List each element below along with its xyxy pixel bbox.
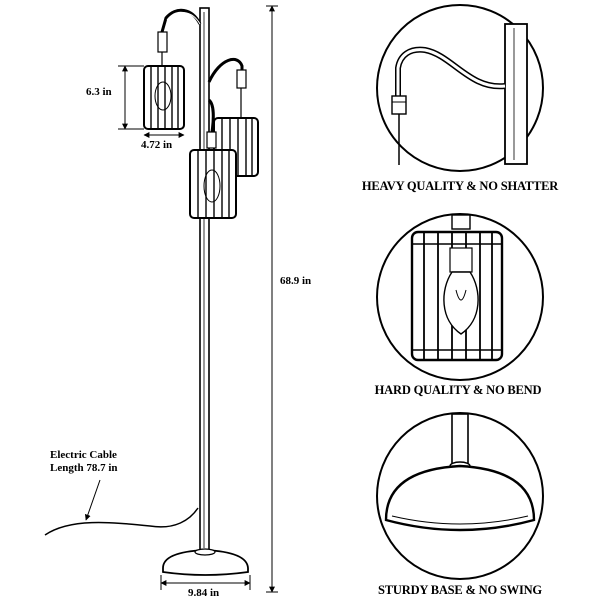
cable-label-line2: Length 78.7 in [50, 462, 118, 474]
total-height-label: 68.9 in [280, 275, 312, 287]
cable-label-line1: Electric Cable [50, 449, 117, 461]
shade-height-label: 6.3 in [86, 86, 112, 98]
detail-circle-shade [376, 213, 544, 381]
lamp-illustration [44, 7, 259, 576]
feature-caption-joint: HEAVY QUALITY & NO SHATTER [361, 179, 559, 193]
lower-shade [189, 98, 237, 219]
base-width-label: 9.84 in [188, 587, 220, 599]
lamp-base [162, 548, 249, 576]
upper-shade [143, 8, 202, 130]
shade-width-label: 4.72 in [141, 139, 173, 151]
feature-caption-shade: HARD QUALITY & NO BEND [374, 383, 542, 397]
lamp-pole [199, 7, 210, 554]
electric-cable [44, 507, 199, 536]
detail-circle-base [376, 412, 544, 580]
dimension-lines [84, 5, 278, 593]
detail-circle-joint [376, 4, 544, 172]
feature-caption-base: STURDY BASE & NO SWING [378, 583, 542, 597]
